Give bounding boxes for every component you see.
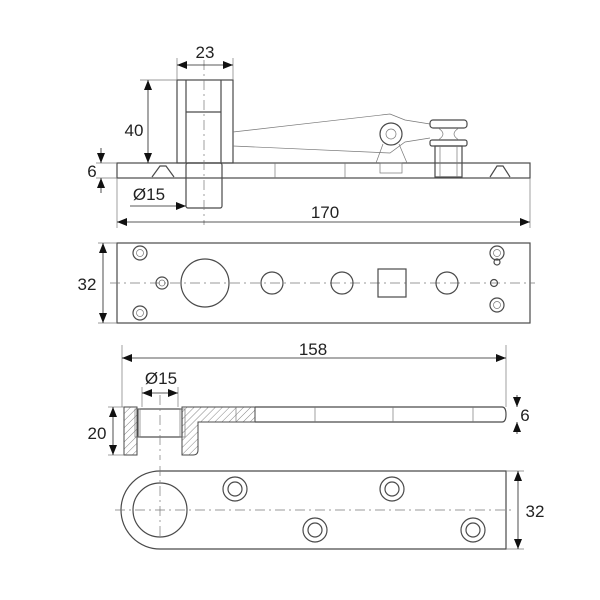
arm-bar	[255, 406, 507, 423]
dim-diameter-15-top: Ø15	[133, 185, 165, 204]
arm-section-view: 158 Ø15 20 6	[88, 340, 530, 460]
screw	[489, 165, 511, 178]
spindle-hole	[180, 258, 230, 308]
dim-20: 20	[88, 424, 107, 443]
dim-170: 170	[311, 203, 339, 222]
side-elevation-view: 23 40 6 Ø15 170	[87, 43, 531, 228]
screw	[151, 165, 175, 178]
square-hole	[377, 268, 407, 298]
arm-pivot	[379, 122, 403, 146]
dim-158: 158	[299, 340, 327, 359]
roller	[429, 119, 468, 129]
base-plate	[116, 162, 531, 179]
arm-holes	[222, 476, 486, 543]
arm-outline	[120, 470, 507, 550]
dim-32-arm: 32	[526, 502, 545, 521]
dim-32-plate: 32	[78, 275, 97, 294]
dim-6-top: 6	[87, 162, 96, 181]
plate-holes	[132, 245, 505, 321]
dim-40: 40	[125, 121, 144, 140]
dim-diameter-15-arm: Ø15	[145, 369, 177, 388]
dim-6-arm: 6	[520, 406, 529, 425]
arm-bore	[132, 482, 188, 538]
plate-plan-view: 32	[78, 242, 535, 324]
closer-arm	[232, 113, 431, 154]
arm-plan-view: 32	[115, 466, 545, 550]
dim-23: 23	[196, 43, 215, 62]
